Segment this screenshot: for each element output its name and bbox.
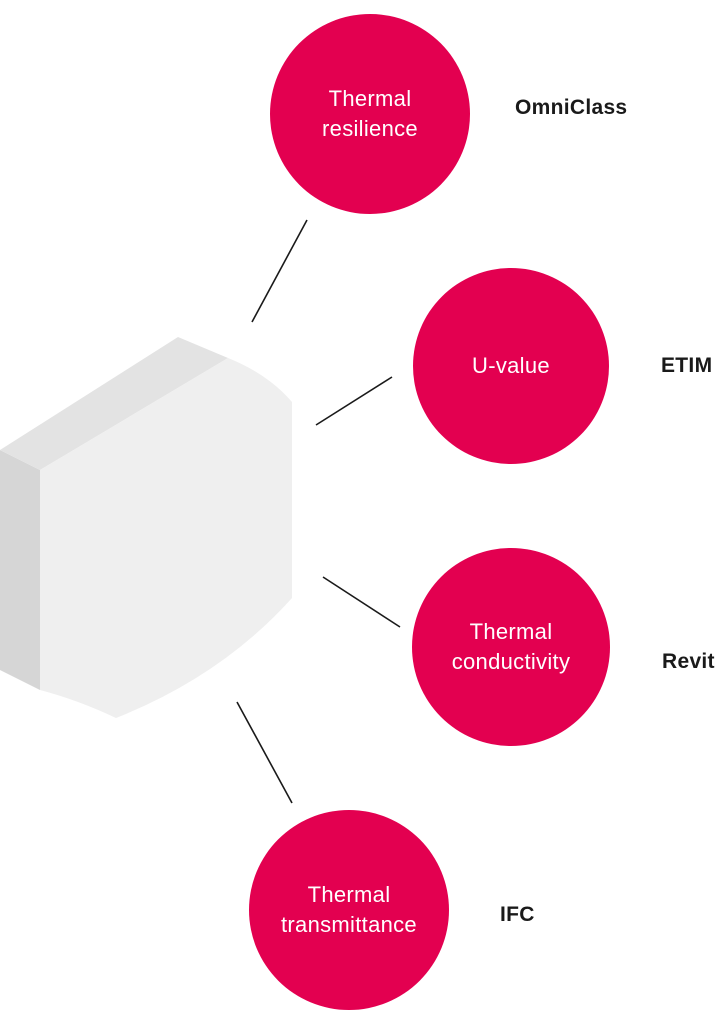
node-label: U-value bbox=[472, 353, 550, 378]
node-label: Thermal transmittance bbox=[281, 882, 417, 937]
standard-label-omniclass: OmniClass bbox=[515, 96, 628, 119]
node-thermal-resilience: Thermal resilience bbox=[270, 14, 470, 214]
node-label: Thermal resilience bbox=[322, 86, 418, 141]
connector-line-u-value bbox=[315, 376, 393, 426]
node-u-value: U-value bbox=[413, 268, 609, 464]
connector-line-resilience bbox=[251, 219, 308, 323]
node-label: Thermal conductivity bbox=[451, 619, 571, 674]
block-front-face bbox=[40, 358, 292, 718]
connectors bbox=[236, 219, 401, 804]
standard-label-revit: Revit bbox=[662, 650, 715, 673]
insulation-board-block-icon bbox=[0, 337, 292, 718]
block-side-face bbox=[0, 450, 40, 690]
standard-label-ifc: IFC bbox=[500, 903, 535, 926]
node-thermal-conductivity: Thermal conductivity bbox=[412, 548, 610, 746]
standard-label-etim: ETIM bbox=[661, 354, 713, 377]
connector-line-transmittance bbox=[236, 701, 293, 804]
node-thermal-transmittance: Thermal transmittance bbox=[249, 810, 449, 1010]
block-top-face bbox=[0, 337, 228, 470]
connector-line-conductivity bbox=[322, 576, 401, 628]
